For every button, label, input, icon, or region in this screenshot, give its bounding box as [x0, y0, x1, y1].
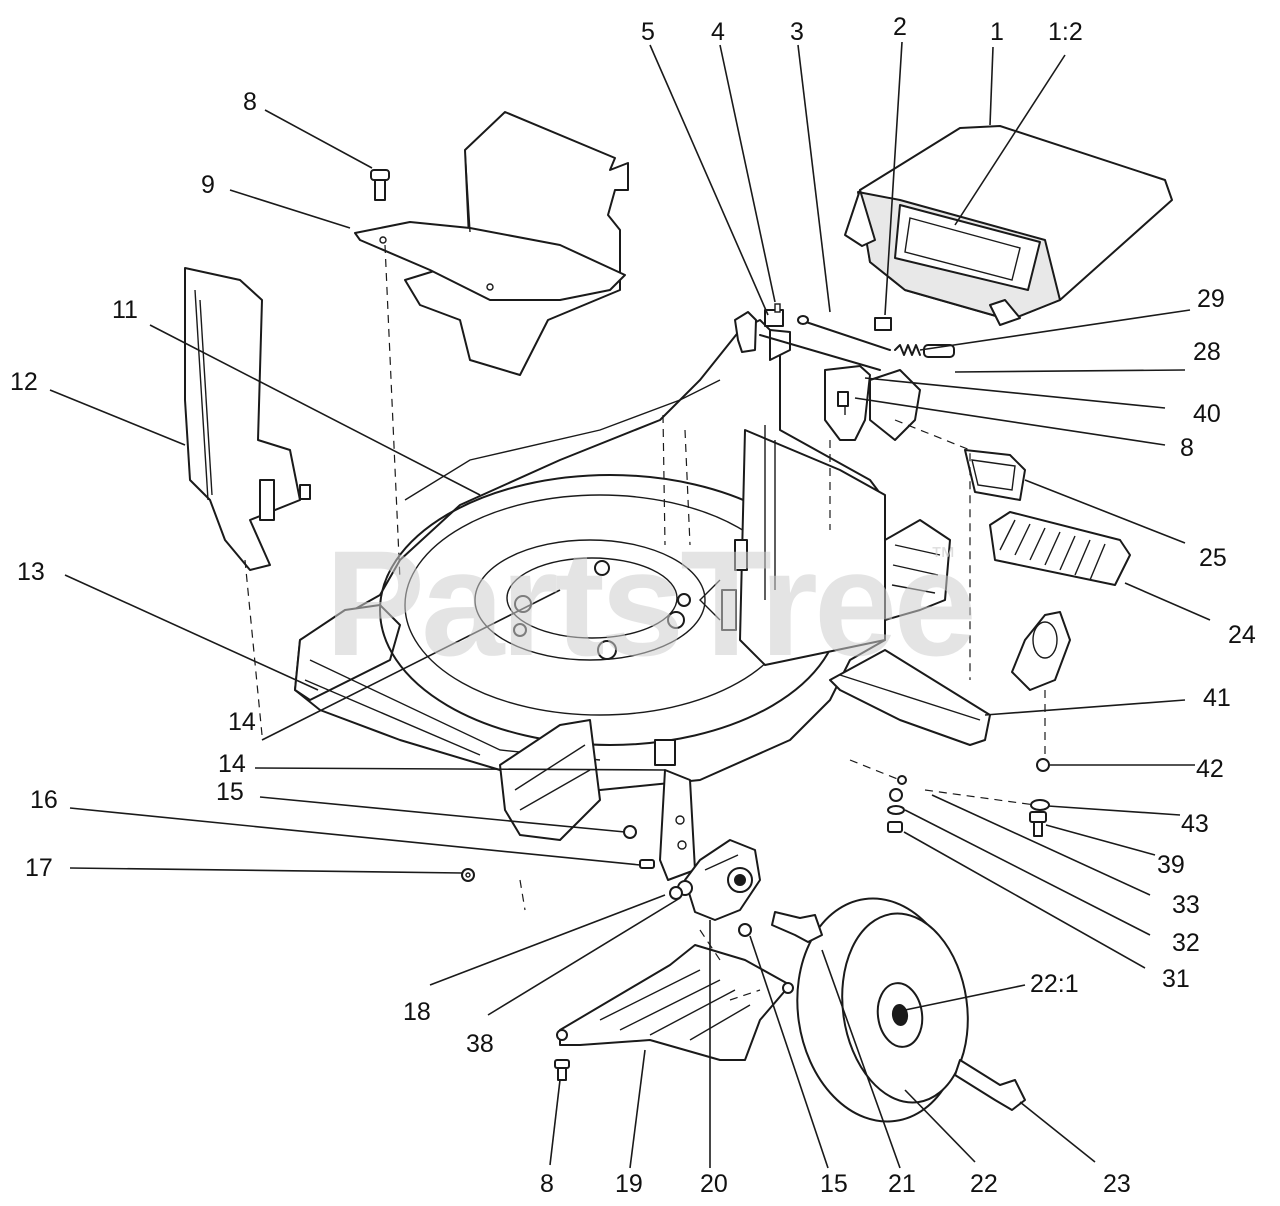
part-rear-axle: [829, 649, 991, 746]
part-mower-deck: [294, 319, 951, 791]
callout-labels: 1 1:2 2 3 4 5 8 9 11 12 13 14 14 15 16 1…: [10, 13, 1256, 1198]
callout-38: 38: [466, 1030, 494, 1058]
callout-25: 25: [1199, 544, 1227, 572]
callout-5: 5: [641, 18, 655, 46]
callout-40: 40: [1193, 400, 1221, 428]
callout-13: 13: [17, 558, 45, 586]
callout-21: 21: [888, 1170, 916, 1198]
part-axle-bolt: [771, 911, 823, 943]
callout-12: 12: [10, 368, 38, 396]
watermark-trademark: ™: [930, 541, 956, 571]
callout-8-bottom: 8: [540, 1170, 554, 1198]
callout-4: 4: [711, 18, 725, 46]
part-front-baffle: [556, 944, 794, 1061]
callout-14-b: 14: [218, 750, 246, 778]
part-discharge-chute: [354, 111, 629, 376]
callout-24: 24: [1228, 621, 1256, 649]
small-hardware-right: [887, 758, 1050, 837]
callout-22-1: 22:1: [1030, 970, 1079, 998]
watermark: PartsTree ™: [325, 519, 977, 687]
callout-33: 33: [1172, 891, 1200, 919]
callout-42: 42: [1196, 755, 1224, 783]
part-pivot-casting: [677, 839, 761, 921]
callout-9: 9: [201, 171, 215, 199]
callout-8-right: 8: [1180, 434, 1194, 462]
callout-22: 22: [970, 1170, 998, 1198]
callout-1: 1: [990, 18, 1004, 46]
part-side-baffle: [184, 267, 311, 571]
callout-16: 16: [30, 786, 58, 814]
callout-32: 32: [1172, 929, 1200, 957]
callout-18: 18: [403, 998, 431, 1026]
assembly-lines: [244, 244, 1046, 1001]
callout-15-b: 15: [820, 1170, 848, 1198]
callout-2: 2: [893, 13, 907, 41]
callout-43: 43: [1181, 810, 1209, 838]
callout-41: 41: [1203, 684, 1231, 712]
callout-31: 31: [1162, 965, 1190, 993]
callout-15-a: 15: [216, 778, 244, 806]
leader-lines: [49, 41, 1211, 1169]
callout-19: 19: [615, 1170, 643, 1198]
part-handle-bracket: [734, 303, 955, 441]
part-label-25: [964, 449, 1026, 501]
small-hardware-left: [461, 825, 683, 900]
callout-14-a: 14: [228, 708, 256, 736]
callout-8-top: 8: [243, 88, 257, 116]
part-wheel-bolt: [954, 1059, 1026, 1111]
part-washer-15b: [738, 923, 752, 937]
part-front-wheel-bracket: [499, 719, 696, 881]
callout-1-2: 1:2: [1048, 18, 1083, 46]
callout-20: 20: [700, 1170, 728, 1198]
part-tread-24: [989, 511, 1131, 586]
callout-39: 39: [1157, 851, 1185, 879]
callout-11: 11: [112, 296, 138, 324]
callout-23: 23: [1103, 1170, 1131, 1198]
part-bolt-bottom: [554, 1059, 570, 1081]
part-rear-cover: [844, 125, 1173, 326]
callout-3: 3: [790, 18, 804, 46]
part-rear-wheel: [796, 897, 969, 1123]
part-rear-bearing: [1011, 611, 1071, 691]
part-bolt-top: [370, 169, 390, 201]
callout-28: 28: [1193, 338, 1221, 366]
watermark-text: PartsTree: [325, 519, 973, 687]
callout-17: 17: [25, 854, 53, 882]
callout-29: 29: [1197, 285, 1225, 313]
